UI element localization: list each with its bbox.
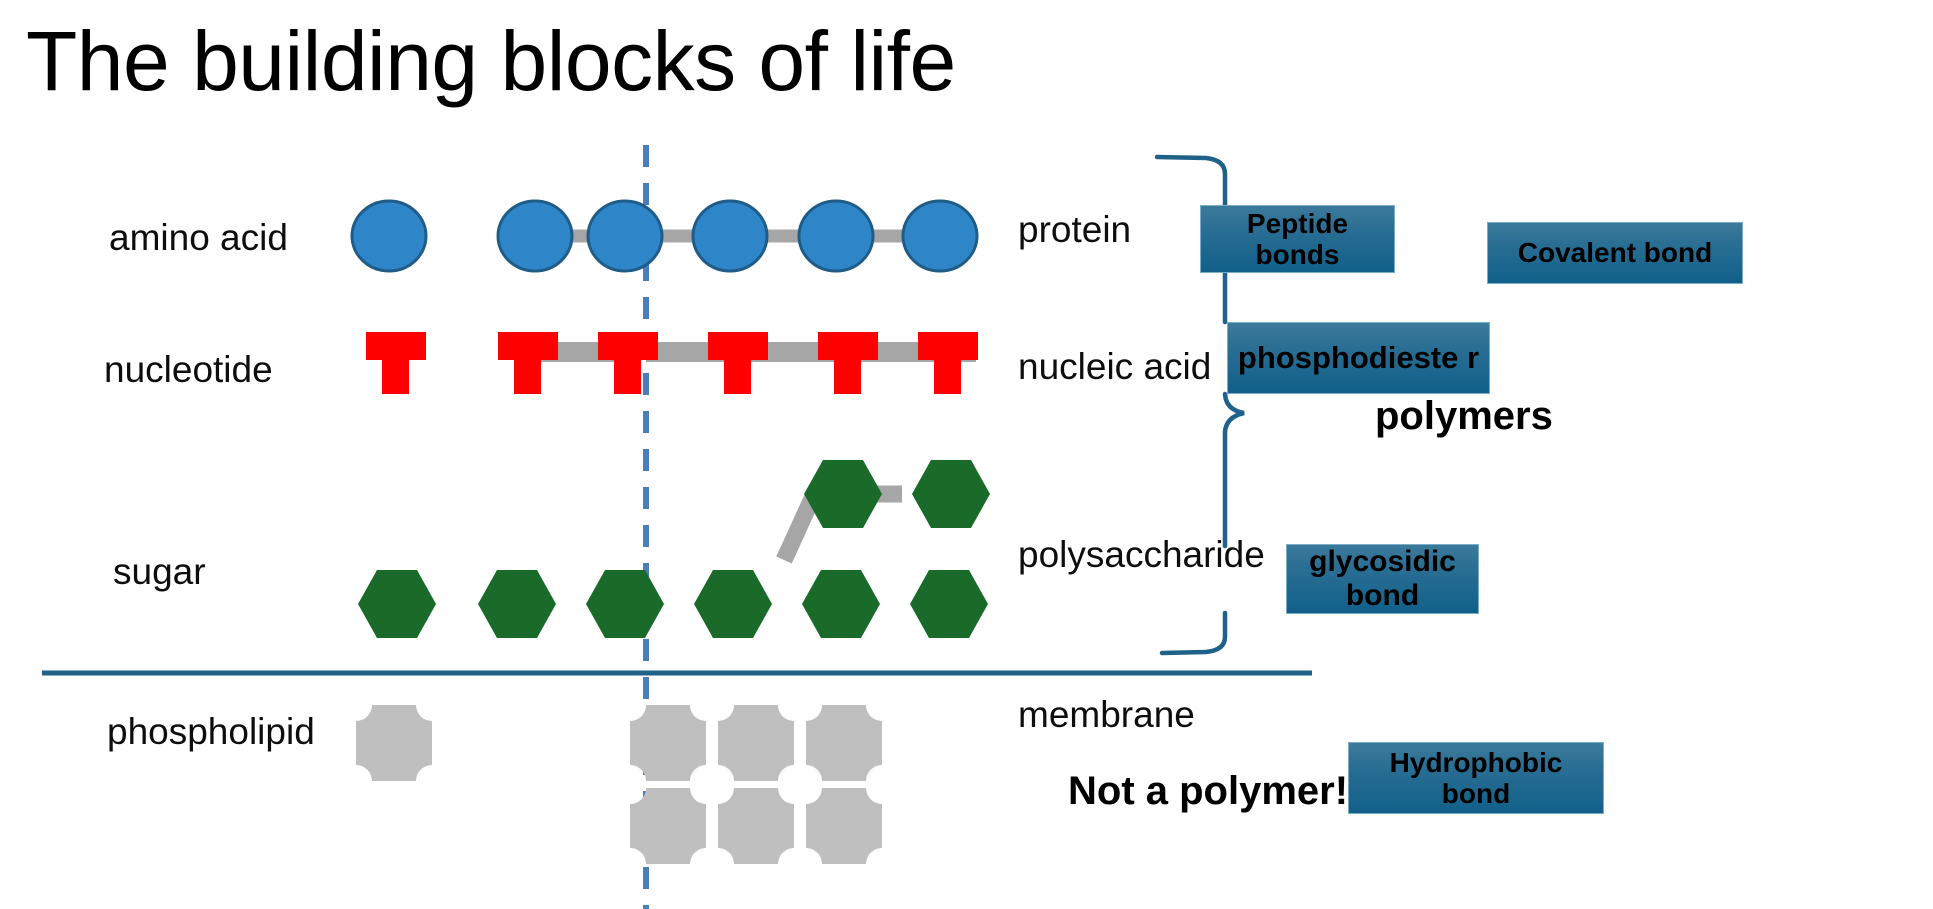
phospholipid-row-shapes: [356, 705, 882, 864]
polymer-label-nucleic-acid: nucleic acid: [1018, 346, 1212, 387]
bond-box-hydrophobic-bond[interactable]: Hydrophobic bond: [1348, 742, 1604, 814]
polymer-label-membrane: membrane: [1018, 694, 1195, 735]
nucleotide-chain-unit: [918, 332, 978, 394]
amino-acid-monomer: [350, 199, 428, 273]
phospholipid-membrane-unit: [806, 705, 882, 781]
sugar-chain-unit: [802, 570, 880, 638]
sugar-row-shapes: [358, 460, 990, 638]
sugar-branch-unit: [804, 460, 882, 528]
nucleotide-chain-unit: [708, 332, 768, 394]
annotation-not-a-polymer: Not a polymer!: [1068, 769, 1349, 813]
monomer-label-sugar: sugar: [113, 551, 206, 592]
bond-box-glycosidic-bond[interactable]: glycosidic bond: [1286, 544, 1479, 614]
sugar-chain-unit: [586, 570, 664, 638]
amino-acid-chain-unit: [691, 199, 769, 273]
amino-acid-chain-unit: [797, 199, 875, 273]
amino-acid-row-shapes: [350, 199, 979, 273]
nucleotide-monomer: [366, 332, 426, 394]
phospholipid-membrane-unit: [718, 705, 794, 781]
bond-box-covalent-bond[interactable]: Covalent bond: [1487, 222, 1743, 284]
monomer-label-phospholipid: phospholipid: [107, 711, 315, 752]
annotation-polymers: polymers: [1375, 394, 1553, 438]
sugar-chain-unit: [478, 570, 556, 638]
nucleotide-chain-unit: [598, 332, 658, 394]
phospholipid-membrane-unit: [630, 788, 706, 864]
amino-acid-chain-unit: [586, 199, 664, 273]
amino-acid-chain-unit: [901, 199, 979, 273]
phospholipid-monomer: [356, 705, 432, 781]
sugar-monomer: [358, 570, 436, 638]
bond-box-phosphodiester[interactable]: phosphodieste r: [1227, 322, 1490, 394]
monomer-label-nucleotide: nucleotide: [104, 349, 273, 390]
sugar-chain-unit: [910, 570, 988, 638]
phospholipid-membrane-unit: [630, 705, 706, 781]
bond-box-peptide-bonds[interactable]: Peptide bonds: [1200, 205, 1395, 273]
sugar-chain-unit: [694, 570, 772, 638]
sugar-branch-unit: [912, 460, 990, 528]
phospholipid-membrane-unit: [806, 788, 882, 864]
polymer-label-protein: protein: [1018, 209, 1132, 250]
nucleotide-row-shapes: [366, 332, 978, 394]
monomer-label-amino-acid: amino acid: [109, 217, 288, 258]
polymer-label-polysaccharide: polysaccharide: [1018, 534, 1265, 575]
nucleotide-chain-unit: [818, 332, 878, 394]
phospholipid-membrane-unit: [718, 788, 794, 864]
nucleotide-chain-unit: [498, 332, 558, 394]
page-title: The building blocks of life: [26, 14, 956, 108]
amino-acid-chain-unit: [496, 199, 574, 273]
sugar-branch-link: [776, 486, 824, 564]
